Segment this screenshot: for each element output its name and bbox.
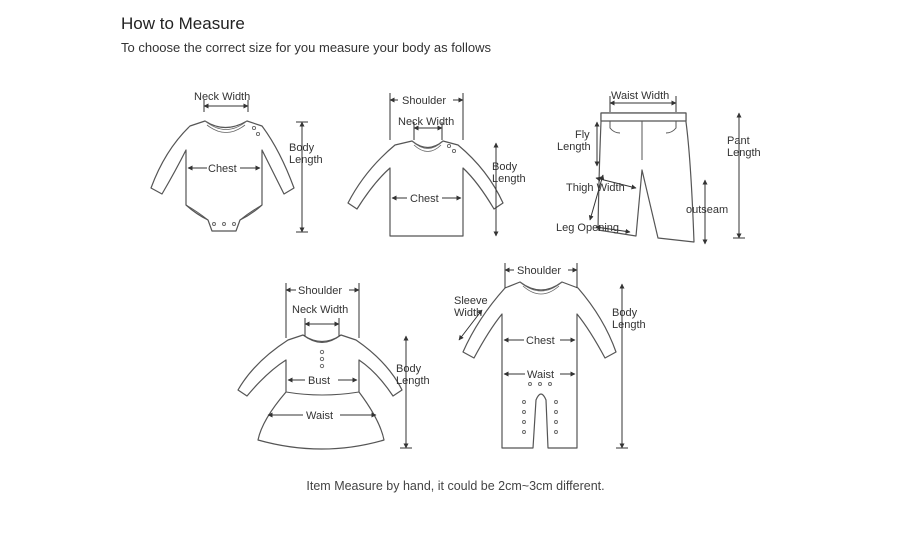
romper-figure: [462, 281, 617, 449]
bodysuit-body-label: Body: [289, 142, 315, 154]
bodysuit-length-label: Length: [289, 154, 323, 166]
dress-neck-width-label: Neck Width: [292, 304, 348, 316]
bodysuit-figure: [150, 120, 295, 232]
dress-length-label: Length: [396, 375, 430, 387]
pants-fly-length-label: Length: [557, 141, 591, 153]
dress-waist-label: Waist: [306, 410, 333, 422]
pants-measure-lines: [588, 96, 745, 245]
dress-body-label: Body: [396, 363, 422, 375]
pants-leg-opening-label: Leg Opening: [556, 222, 619, 234]
romper-chest-label: Chest: [526, 335, 555, 347]
romper-sleeve-label: Sleeve: [454, 295, 488, 307]
romper-shoulder-label: Shoulder: [517, 265, 561, 277]
pants-pant-length-label: Length: [727, 147, 761, 159]
tshirt-neck-width-label: Neck Width: [398, 116, 454, 128]
romper-waist-label: Waist: [527, 369, 554, 381]
pants-fly-label: Fly: [575, 129, 590, 141]
page-subtitle: To choose the correct size for you measu…: [121, 40, 491, 55]
bodysuit-measure-lines: [187, 100, 308, 233]
pants-figure: [597, 112, 695, 243]
dress-bust-label: Bust: [308, 375, 330, 387]
bodysuit-neck-width-label: Neck Width: [194, 91, 250, 103]
romper-measure-lines: [458, 263, 628, 449]
dress-shoulder-label: Shoulder: [298, 285, 342, 297]
pants-thigh-width-label: Thigh Width: [566, 182, 625, 194]
page-title: How to Measure: [121, 14, 245, 33]
romper-body-label: Body: [612, 307, 638, 319]
dress-measure-lines: [267, 283, 412, 449]
tshirt-body-label: Body: [492, 161, 518, 173]
bodysuit-chest-label: Chest: [208, 163, 237, 175]
tshirt-length-label: Length: [492, 173, 526, 185]
tshirt-figure: [347, 140, 504, 237]
tshirt-measure-lines: [389, 93, 499, 237]
pants-outseam-label: outseam: [686, 204, 728, 216]
footer-note: Item Measure by hand, it could be 2cm~3c…: [306, 479, 605, 493]
tshirt-chest-label: Chest: [410, 193, 439, 205]
dress-figure: [237, 334, 403, 450]
romper-length-label: Length: [612, 319, 646, 331]
tshirt-shoulder-label: Shoulder: [402, 95, 446, 107]
pants-pant-label: Pant: [727, 135, 750, 147]
romper-sleeve-width-label: Width: [454, 307, 482, 319]
pants-waist-width-label: Waist Width: [611, 90, 669, 102]
